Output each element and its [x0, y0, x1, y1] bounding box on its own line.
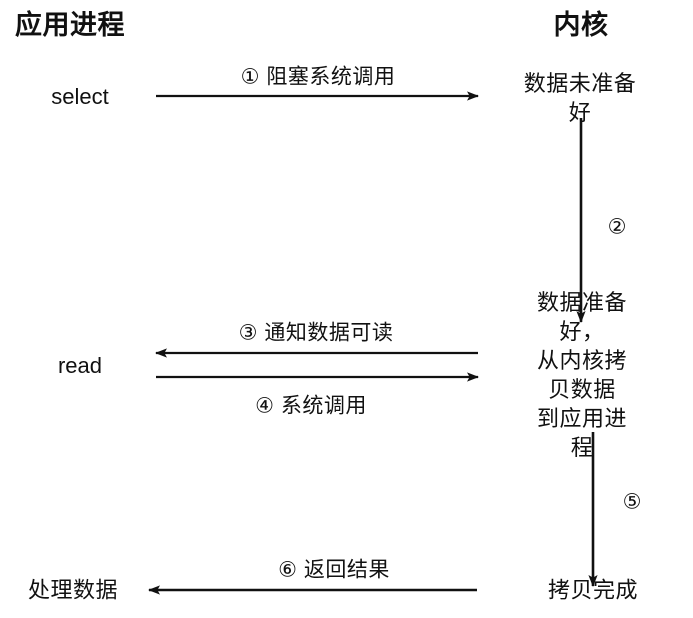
kernel-state-copy-done: 拷贝完成 [547, 577, 639, 603]
column-title-kernel-text: 内核 [553, 10, 609, 40]
kernel-state-not-ready: 数据未准备好 [523, 70, 637, 125]
label-select: select [51, 84, 109, 109]
arrow-label-step-6: ⑥ 返回结果 [278, 558, 390, 582]
arrow-label-step-1: ① 阻塞系统调用 [240, 65, 396, 89]
arrow-label-step-4: ④ 系统调用 [255, 394, 367, 418]
arrow-label-step-5: ⑤ [622, 490, 642, 514]
column-title-application: 应用进程 [15, 12, 125, 39]
kernel-state-ready-copy: 数据准备好， 从内核拷贝数据 到应用进程 [536, 289, 627, 461]
label-process-data: 处理数据 [27, 577, 119, 603]
column-title-application-text: 应用进程 [15, 10, 125, 40]
arrow-label-step-2: ② [607, 215, 627, 239]
arrow-label-step-3: ③ 通知数据可读 [238, 321, 394, 345]
column-title-kernel: 内核 [554, 12, 609, 39]
label-read: read [57, 353, 103, 378]
